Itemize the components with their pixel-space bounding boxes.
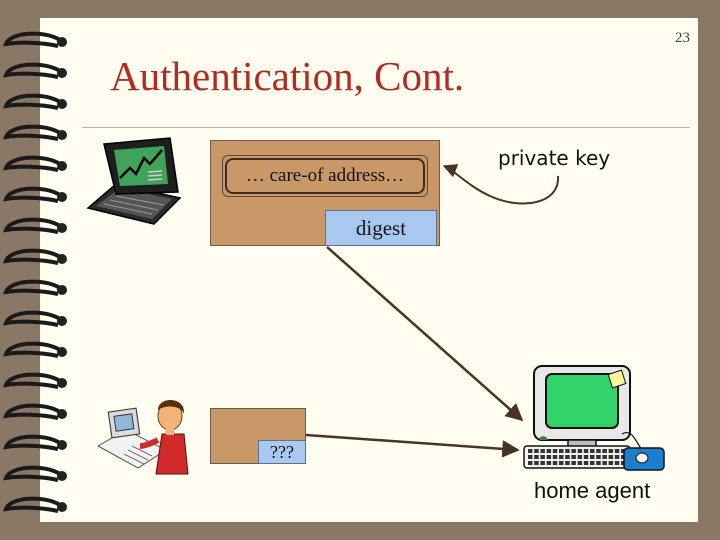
binding-ring	[3, 93, 62, 110]
binding-ring	[3, 341, 62, 358]
forged-packet-to-home-agent-arrow	[305, 433, 520, 458]
keyboard-key	[546, 461, 552, 465]
keyboard-key	[621, 449, 626, 453]
binding-ring	[3, 31, 62, 48]
keyboard-key	[534, 461, 539, 465]
keyboard-key	[565, 449, 570, 453]
home-agent-label: home agent	[534, 478, 651, 503]
keyboard-key	[552, 455, 558, 459]
laptop-clipart-icon	[86, 137, 182, 225]
binding-hole	[57, 68, 67, 78]
desktop-computer-clipart-icon	[523, 365, 665, 471]
keyboard-key	[534, 455, 539, 459]
binding-hole	[57, 192, 67, 202]
keyboard-key	[608, 455, 614, 459]
binding-ring	[3, 62, 62, 79]
binding-hole	[57, 502, 67, 512]
keyboard-key	[565, 455, 570, 459]
keyboard-key	[534, 449, 539, 453]
keyboard-key	[602, 461, 607, 465]
keyboard-key	[602, 449, 607, 453]
binding-hole	[57, 409, 67, 419]
keyboard-key	[583, 455, 589, 459]
binding-hole	[57, 254, 67, 264]
private-key-label: private key	[498, 146, 611, 170]
binding-hole	[57, 285, 67, 295]
binding-hole	[57, 37, 67, 47]
binding-hole	[57, 471, 67, 481]
binding-ring	[3, 403, 62, 420]
slide-title: Authentication, Cont.	[110, 53, 465, 99]
binding-hole	[57, 161, 67, 171]
binding-ring	[3, 217, 62, 234]
keyboard-key	[540, 461, 545, 465]
keyboard-key	[546, 449, 552, 453]
keyboard-key	[602, 455, 607, 459]
care-of-address-field-outline	[222, 155, 428, 197]
binding-ring	[3, 496, 62, 513]
keyboard-key	[577, 455, 583, 459]
title-divider	[82, 127, 690, 128]
person-at-computer-clipart-icon	[96, 399, 189, 475]
keyboard-key	[590, 455, 595, 459]
binding-ring	[3, 124, 62, 141]
binding-ring	[3, 186, 62, 203]
keyboard-key	[552, 461, 558, 465]
binding-ring	[3, 155, 62, 172]
keyboard-key	[596, 455, 601, 459]
binding-hole	[57, 99, 67, 109]
binding-hole	[57, 223, 67, 233]
keyboard-key	[614, 449, 620, 453]
binding-ring	[3, 310, 62, 327]
spiral-binding-icon	[3, 31, 67, 513]
binding-hole	[57, 316, 67, 326]
binding-ring	[3, 248, 62, 265]
keyboard-key	[614, 455, 620, 459]
keyboard-key	[528, 455, 533, 459]
keyboard-key	[528, 461, 533, 465]
binding-ring	[3, 372, 62, 389]
keyboard-key	[577, 449, 583, 453]
keyboard-key	[559, 461, 564, 465]
binding-hole	[57, 440, 67, 450]
keyboard-key	[596, 461, 601, 465]
digest-to-home-agent-arrow	[326, 246, 524, 422]
keyboard-key	[608, 449, 614, 453]
keyboard-key	[583, 449, 589, 453]
unknown-digest-field: ???	[258, 440, 306, 464]
keyboard-key	[590, 449, 595, 453]
keyboard-key	[559, 455, 564, 459]
binding-hole	[57, 378, 67, 388]
keyboard-key	[552, 449, 558, 453]
binding-ring	[3, 465, 62, 482]
keyboard-key	[596, 449, 601, 453]
keyboard-key	[571, 455, 576, 459]
keyboard-key	[528, 449, 533, 453]
binding-ring	[3, 434, 62, 451]
keyboard-key	[546, 455, 552, 459]
keyboard-key	[571, 461, 576, 465]
keyboard-key	[540, 455, 545, 459]
keyboard-key	[614, 461, 620, 465]
keyboard-key	[608, 461, 614, 465]
private-key-arrow	[442, 164, 560, 205]
keyboard-key	[565, 461, 570, 465]
binding-hole	[57, 130, 67, 140]
keyboard-key	[559, 449, 564, 453]
binding-ring	[3, 279, 62, 296]
page-number: 23	[675, 30, 690, 46]
keyboard-key	[571, 449, 576, 453]
care-of-address-field: … care-of address…	[225, 158, 425, 194]
keyboard-key	[583, 461, 589, 465]
binding-hole	[57, 347, 67, 357]
keyboard-key	[540, 449, 545, 453]
keyboard-key	[590, 461, 595, 465]
keyboard-key	[577, 461, 583, 465]
digest-field: digest	[325, 210, 437, 246]
